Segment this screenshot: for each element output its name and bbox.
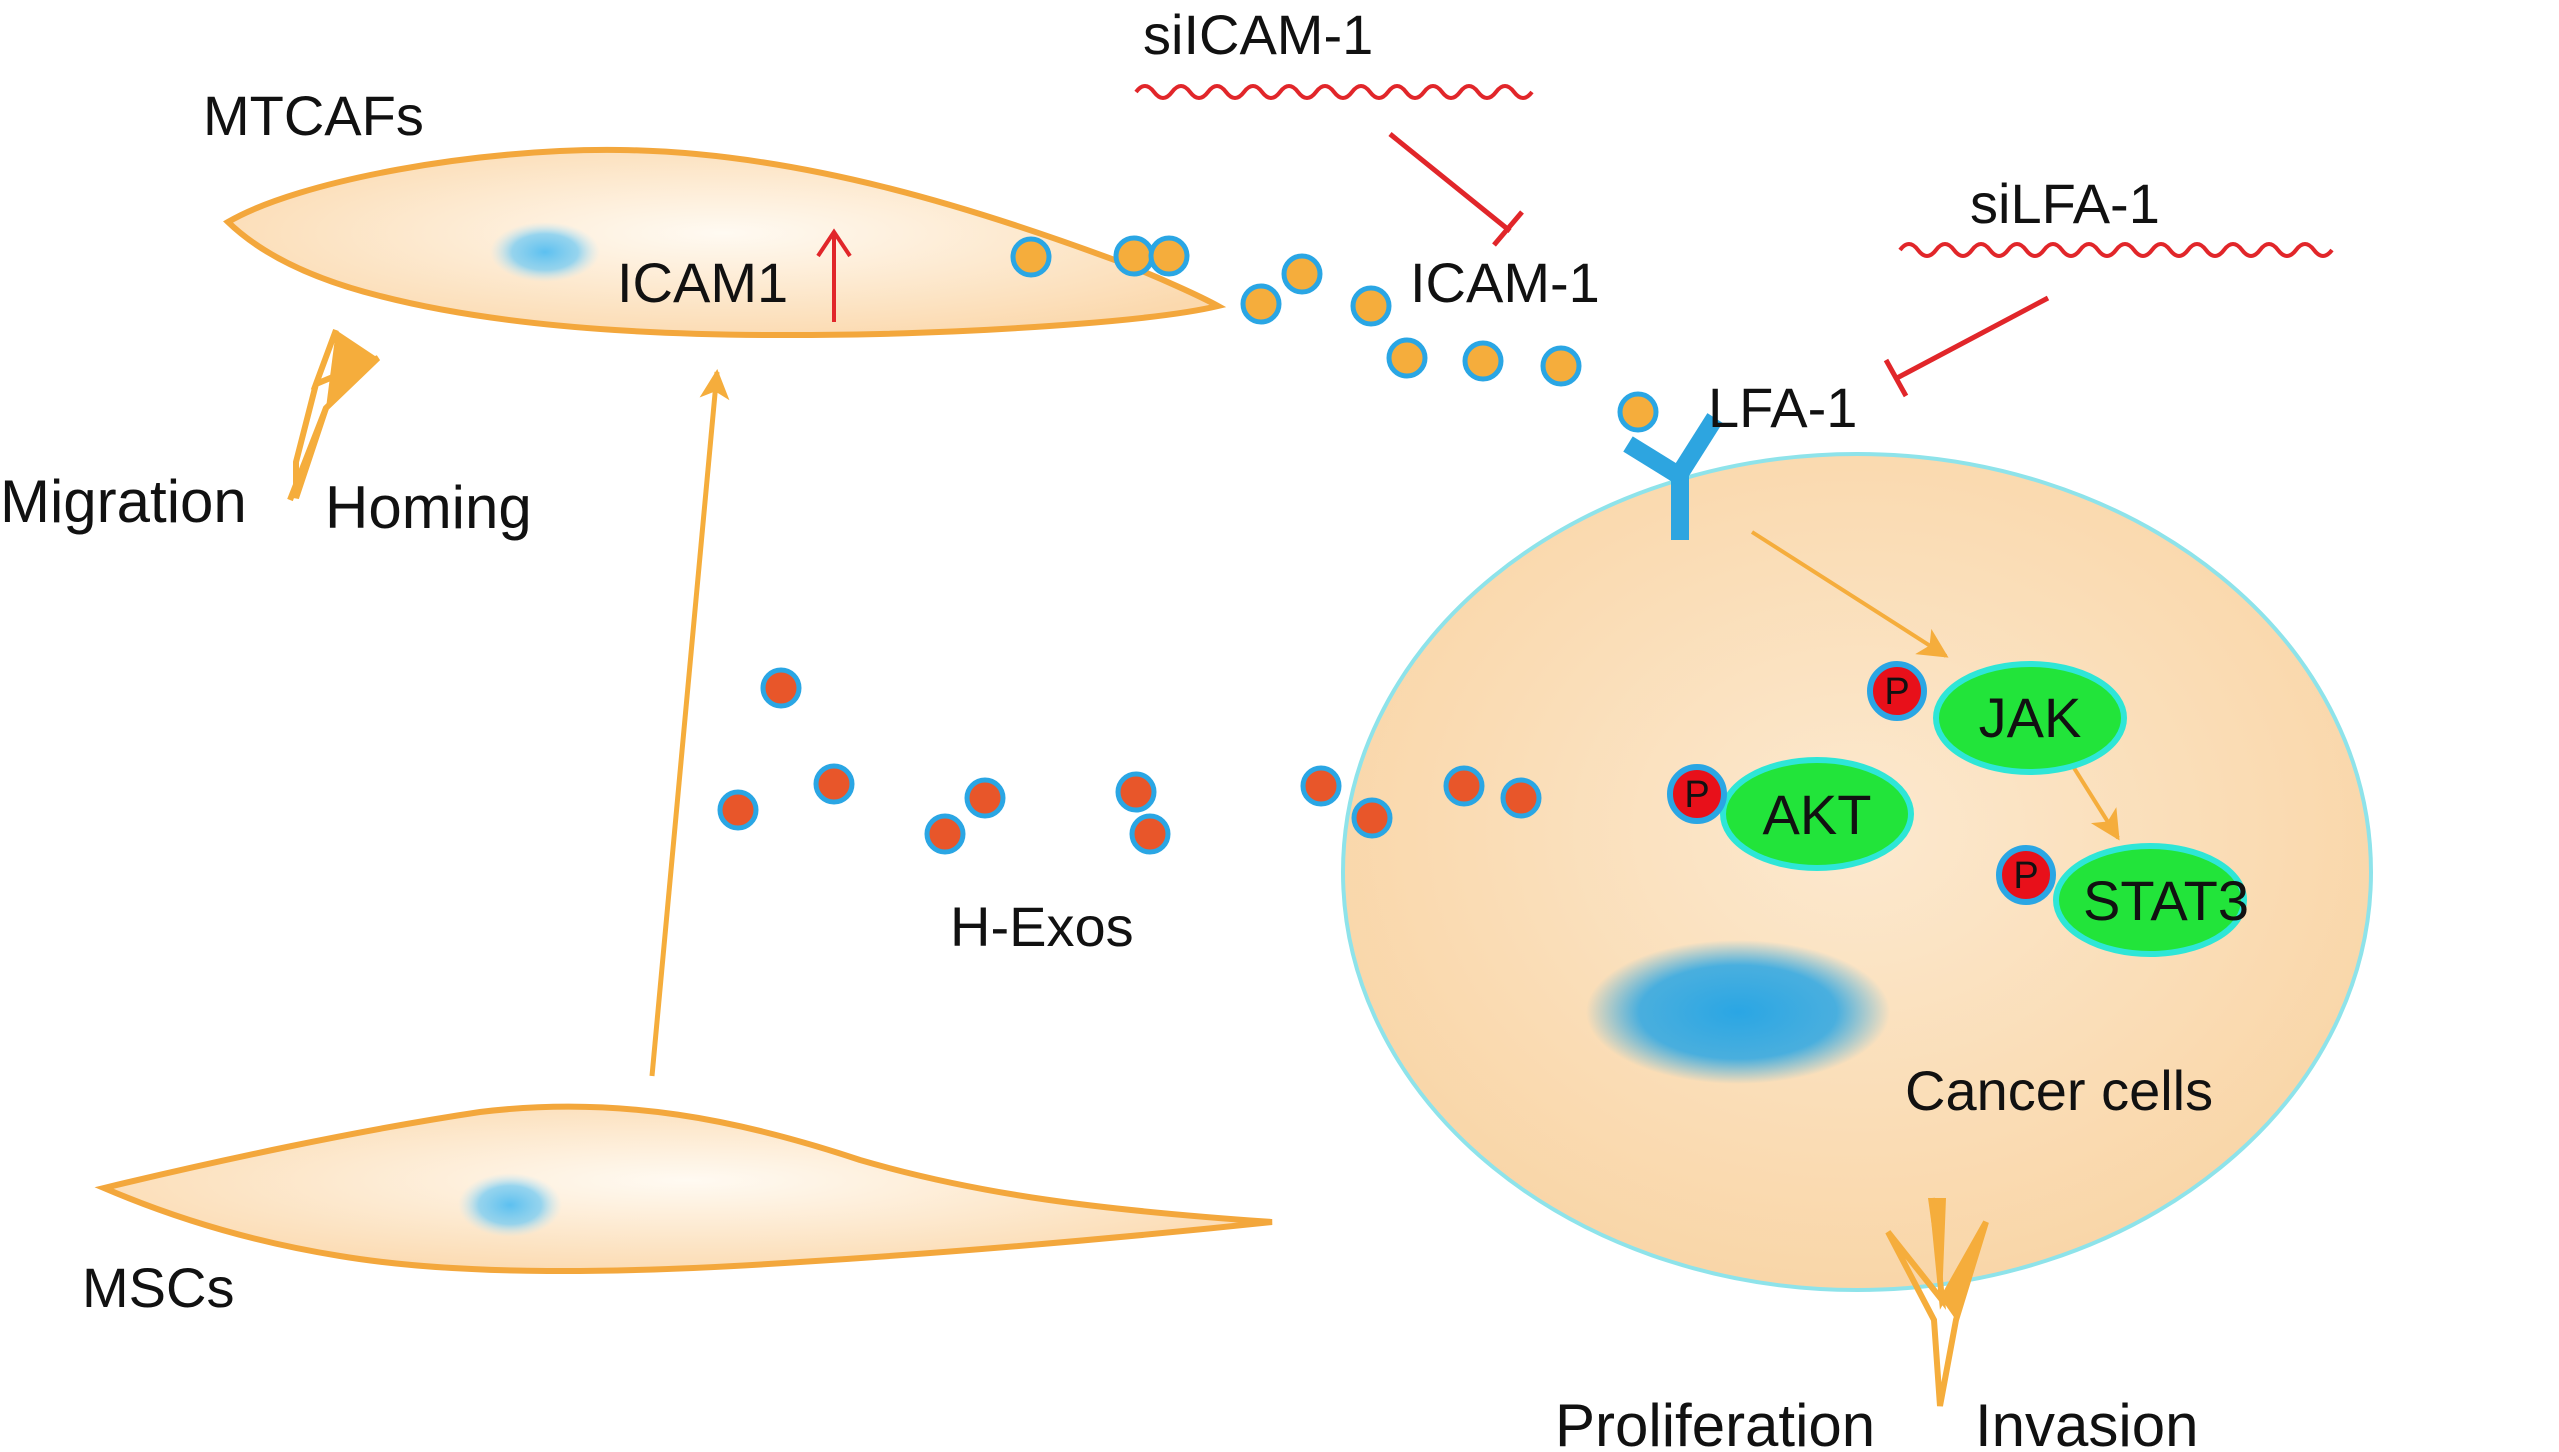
icam1-exosome bbox=[1240, 283, 1282, 325]
lfa1-receptor bbox=[1623, 413, 1723, 540]
h-exo bbox=[1351, 797, 1393, 839]
siicam1-wave bbox=[1134, 84, 1534, 100]
akt-phospho: P bbox=[1667, 764, 1727, 824]
cancer-cell-body bbox=[1341, 452, 2373, 1292]
proliferation-label: Proliferation bbox=[1555, 1392, 1875, 1452]
cancer-cell bbox=[1341, 452, 2373, 1292]
siicam1-inhibit-arrow bbox=[1388, 132, 1524, 247]
h-exo bbox=[717, 789, 759, 831]
mtcaf-nucleus bbox=[490, 222, 600, 282]
msc-cell-body bbox=[94, 1103, 1273, 1275]
silfa1-wave bbox=[1898, 242, 2334, 258]
jak-protein: JAK bbox=[1933, 661, 2127, 775]
mtcaf-cell-body bbox=[223, 146, 1227, 339]
proliferation-invasion-arrow bbox=[1885, 1197, 1989, 1407]
h-exo bbox=[1300, 765, 1342, 807]
svg-text:P: P bbox=[1684, 774, 1709, 816]
lfa1-to-jak-arrow bbox=[1750, 530, 1949, 658]
stat3-label: STAT3 bbox=[2083, 869, 2249, 932]
icam1-exosome bbox=[1617, 391, 1659, 433]
h-exo bbox=[813, 763, 855, 805]
icam1-label: ICAM-1 bbox=[1410, 251, 1600, 314]
h-exo bbox=[1129, 813, 1171, 855]
siicam1-label: siICAM-1 bbox=[1143, 3, 1373, 66]
icam1-exosome bbox=[1540, 345, 1582, 387]
cancer-cells-label: Cancer cells bbox=[1905, 1059, 2213, 1122]
icam1-exosome bbox=[1113, 235, 1155, 277]
icam1-exosome bbox=[1010, 236, 1052, 278]
lfa1-label: LFA-1 bbox=[1708, 376, 1857, 439]
h-exo bbox=[964, 777, 1006, 819]
silfa1-inhibit-arrow bbox=[1883, 295, 2050, 398]
h-exos-particles bbox=[717, 667, 1542, 855]
akt-protein: AKT bbox=[1720, 757, 1914, 871]
icam1-exosome bbox=[1350, 285, 1392, 327]
h-exo bbox=[1115, 771, 1157, 813]
jak-phospho: P bbox=[1867, 661, 1927, 721]
mtcaf-cell: ICAM1 bbox=[223, 146, 1227, 339]
icam1-exosome bbox=[1462, 340, 1504, 382]
migration-label: Migration bbox=[0, 468, 247, 535]
svg-text:P: P bbox=[2013, 855, 2038, 897]
icam1-exosome bbox=[1148, 235, 1190, 277]
svg-text:P: P bbox=[1884, 671, 1909, 713]
homing-label: Homing bbox=[325, 474, 532, 541]
stat3-phospho: P bbox=[1996, 845, 2056, 905]
cancer-nucleus bbox=[1586, 940, 1890, 1084]
mscs-label: MSCs bbox=[82, 1256, 234, 1319]
invasion-label: Invasion bbox=[1975, 1392, 2198, 1452]
mtcafs-label: MTCAFs bbox=[203, 84, 424, 147]
icam1-exosomes bbox=[1010, 235, 1659, 433]
h-exo bbox=[1443, 765, 1485, 807]
akt-label: AKT bbox=[1763, 783, 1872, 846]
h-exo bbox=[1500, 777, 1542, 819]
icam1-up-arrow bbox=[816, 228, 852, 322]
h-exos-label: H-Exos bbox=[950, 895, 1134, 958]
h-exo bbox=[924, 813, 966, 855]
migration-homing-arrow bbox=[287, 328, 381, 502]
jak-label: JAK bbox=[1979, 686, 2082, 749]
mtcaf-icam1-label: ICAM1 bbox=[617, 251, 788, 314]
msc-nucleus bbox=[458, 1173, 562, 1237]
msc-to-mtcaf-arrow bbox=[649, 369, 730, 1077]
icam1-exosome bbox=[1281, 253, 1323, 295]
stat3-protein: STAT3 bbox=[2053, 843, 2249, 957]
icam1-exosome bbox=[1386, 337, 1428, 379]
silfa1-label: siLFA-1 bbox=[1970, 172, 2160, 235]
h-exo bbox=[760, 667, 802, 709]
msc-cell bbox=[94, 1103, 1273, 1275]
